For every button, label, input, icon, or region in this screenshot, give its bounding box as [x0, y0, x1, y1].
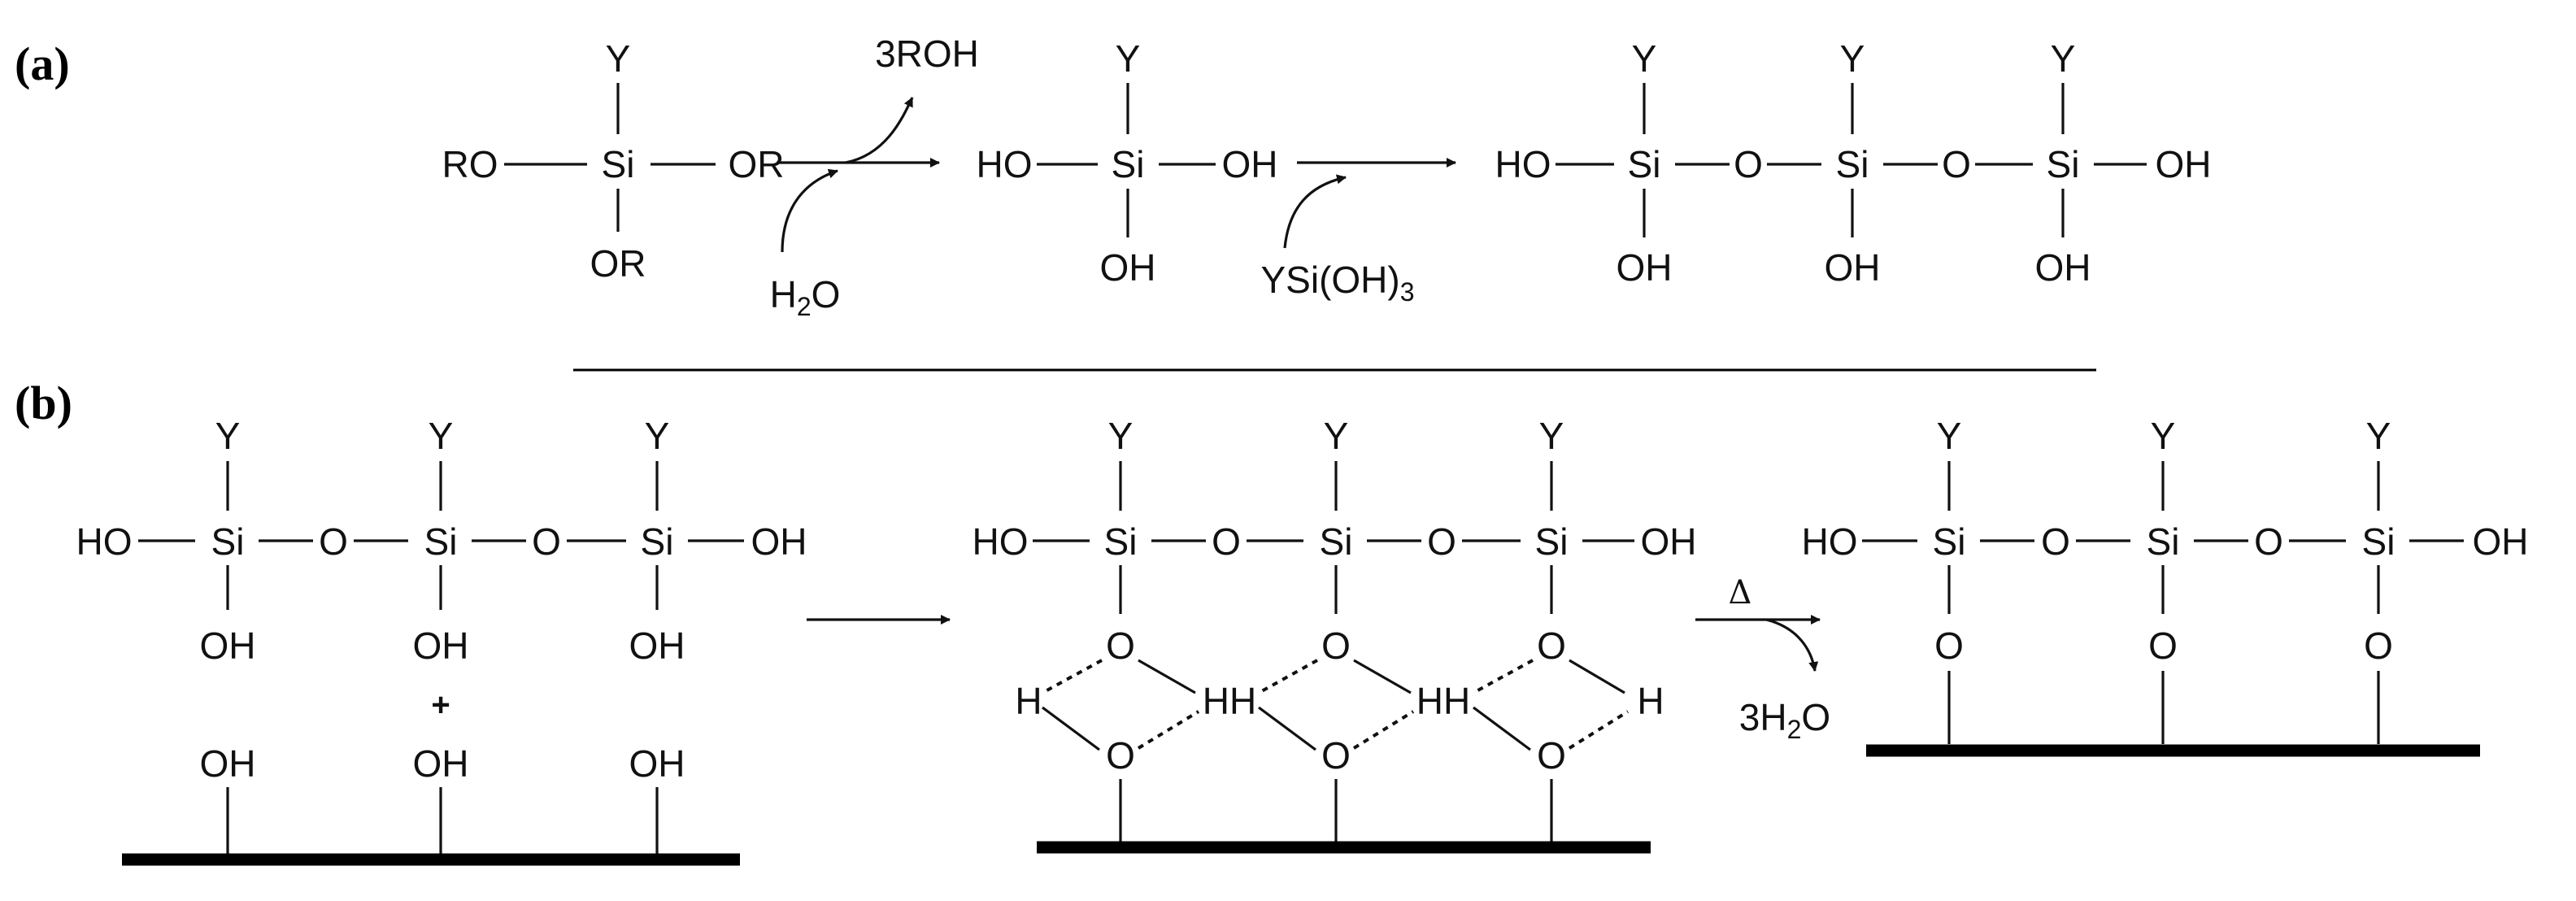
atom-oh: OH [413, 742, 469, 785]
atom-si: Si [1836, 143, 1869, 185]
siloxane-oligomer-a: HO Y Si OH O Y Si OH O Y Si OH OH [1495, 37, 2212, 289]
atom-y: Y [1937, 415, 1962, 457]
atom-o: O [319, 520, 348, 563]
atom-ro: RO [442, 143, 498, 185]
atom-si: Si [211, 520, 245, 563]
atom-oh: OH [629, 742, 685, 785]
atom-y: Y [1324, 415, 1349, 457]
atom-si: Si [2047, 143, 2080, 185]
condensation-arrow [1283, 158, 1456, 249]
atom-o: O [1427, 520, 1456, 563]
atom-si: Si [1628, 143, 1661, 185]
atom-oh: OH [200, 742, 256, 785]
atom-y: Y [215, 415, 241, 457]
atom-si: Si [1112, 143, 1145, 185]
atom-y: Y [606, 37, 631, 80]
panel-b-label: (b) [15, 377, 72, 429]
atom-oh: OH [1825, 246, 1881, 289]
atom-y: Y [1116, 37, 1141, 80]
alcohol-byproduct: 3ROH [875, 33, 979, 75]
atom-oh: OH [2035, 246, 2091, 289]
atom-ho: HO [1495, 143, 1551, 185]
atom-ho: HO [1802, 520, 1858, 563]
atom-si: Si [1320, 520, 1353, 563]
atom-oh: OH [413, 625, 469, 667]
atom-si: Si [424, 520, 458, 563]
atom-y: Y [1632, 37, 1657, 80]
atom-o: O [1321, 734, 1351, 777]
plus-sign: + [431, 687, 450, 723]
water-reagent: H2O [770, 273, 841, 321]
atom-si: Si [1104, 520, 1138, 563]
hydroxylated-substrate: OH OH OH [122, 742, 740, 866]
atom-oh: OH [2473, 520, 2529, 563]
atom-h: H [1637, 680, 1664, 722]
atom-ho: HO [977, 143, 1033, 185]
atom-o: O [1212, 520, 1241, 563]
hydrolysis-arrow [777, 97, 940, 253]
atom-si: Si [641, 520, 674, 563]
atom-o: O [1942, 143, 1971, 185]
hydrogen-bonded-intermediate: HO Y Si O O Y Si O O Y Si O OH H HH HH H… [973, 415, 1697, 854]
atom-o: O [2254, 520, 2283, 563]
silanetriol-reagent: YSi(OH)3 [1260, 259, 1414, 307]
atom-oh: OH [751, 520, 807, 563]
atom-ho: HO [76, 520, 133, 563]
atom-y: Y [645, 415, 670, 457]
atom-o: O [1537, 734, 1566, 777]
atom-oh: OH [200, 625, 256, 667]
atom-si: Si [2362, 520, 2395, 563]
atom-o: O [1321, 625, 1351, 667]
atom-y: Y [1539, 415, 1564, 457]
atom-hh: HH [1203, 680, 1256, 722]
atom-oh: OH [1641, 520, 1697, 563]
atom-si: Si [602, 143, 635, 185]
atom-oh: OH [629, 625, 685, 667]
atom-o: O [1106, 734, 1135, 777]
heating-arrow [1695, 615, 1821, 672]
atom-o: O [532, 520, 561, 563]
atom-si: Si [2147, 520, 2180, 563]
delta-symbol: Δ [1729, 574, 1752, 612]
atom-y: Y [1840, 37, 1865, 80]
atom-ho: HO [973, 520, 1029, 563]
atom-o: O [2148, 625, 2178, 667]
atom-o: O [1537, 625, 1566, 667]
atom-o: O [2364, 625, 2393, 667]
atom-y: Y [2366, 415, 2391, 457]
lost-water: 3H2O [1739, 696, 1830, 744]
atom-or: OR [729, 143, 785, 185]
atom-si: Si [1535, 520, 1569, 563]
atom-oh: OH [1100, 246, 1156, 289]
atom-o: O [1734, 143, 1763, 185]
atom-h: H [1015, 680, 1042, 722]
atom-oh: OH [1617, 246, 1673, 289]
atom-y: Y [1108, 415, 1134, 457]
atom-oh: OH [2156, 143, 2212, 185]
atom-y: Y [429, 415, 454, 457]
atom-si: Si [1933, 520, 1966, 563]
grafted-siloxane-layer: HO Y Si O O Y Si O O Y Si O OH [1802, 415, 2529, 757]
atom-oh: OH [1222, 143, 1278, 185]
trialkoxysilane-molecule: Y Si RO OR OR [442, 37, 785, 285]
siloxane-oligomer-b1: HO Y Si OH O Y Si OH O Y Si OH OH [76, 415, 807, 667]
silanetriol-molecule: Y Si HO OH OH [977, 37, 1278, 289]
atom-o: O [1106, 625, 1135, 667]
atom-y: Y [2051, 37, 2076, 80]
atom-o: O [2041, 520, 2070, 563]
panel-a-label: (a) [15, 37, 70, 90]
atom-hh: HH [1416, 680, 1470, 722]
atom-o: O [1934, 625, 1964, 667]
atom-or: OR [590, 242, 646, 285]
atom-y: Y [2151, 415, 2176, 457]
